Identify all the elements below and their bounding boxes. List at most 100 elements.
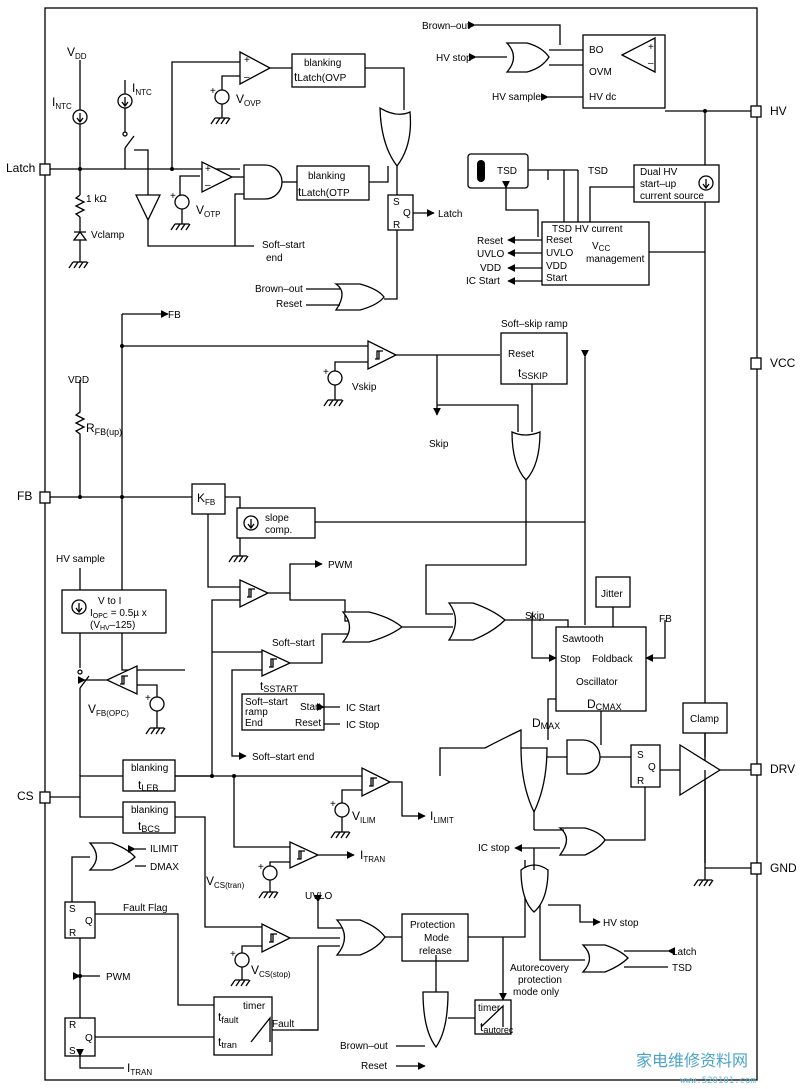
prot-brownout: Brown–out [340, 1041, 388, 1052]
fault-q: Q [85, 916, 93, 927]
vfbopc-label: VFB(OPC) [88, 702, 129, 718]
pin-vcc [750, 357, 762, 370]
softstart-comparator [261, 648, 292, 678]
latch-sr-flipflop [387, 194, 414, 231]
osc-fb: FB [659, 614, 672, 625]
ss-label: Soft–start [272, 638, 315, 649]
watermark-cn: 家电维修资料网 [636, 1051, 748, 1070]
hv-or-gate [505, 42, 550, 73]
fault-pwm: PWM [106, 972, 130, 983]
fault-ttran: ttran [218, 1035, 237, 1050]
out-vdd: VDD [480, 263, 501, 274]
out-icstart: IC Start [466, 276, 500, 287]
vdd2-label: VDD [68, 375, 89, 386]
pin-gnd-label: GND [770, 861, 797, 875]
pin-cs-label: CS [17, 789, 34, 803]
latch-ff-q: Q [403, 208, 411, 219]
otp-and-gate [243, 164, 283, 200]
tsd-box-label: TSD [497, 166, 517, 177]
svg-text:–: – [205, 180, 211, 191]
drv-ff-r: R [637, 776, 644, 787]
tran-r: R [69, 1020, 76, 1031]
pwm-label: PWM [328, 560, 352, 571]
dmax-and-gate [566, 739, 601, 775]
pin-latch [39, 163, 51, 176]
osc-dcmax: DCMAX [587, 697, 622, 712]
osc-dmax: DMAX [532, 716, 560, 731]
chip-boundary [44, 7, 758, 1081]
bo-label: Brown–out [255, 284, 303, 295]
skip-or-gate [511, 430, 541, 481]
watermark-url: www.520101.com [680, 1076, 756, 1086]
intc-label-2: INTC [132, 81, 152, 97]
soft-skip-ramp-box [500, 332, 568, 385]
fault-tfault: tfault [218, 1010, 239, 1025]
mgmt-label: management [586, 254, 645, 265]
pin-fb [39, 491, 51, 504]
ss-end-l1: Soft–start [262, 240, 305, 251]
ovm-pin-label: OVM [589, 67, 612, 78]
fault-sr-flipflop [64, 901, 96, 939]
hv-stop-label: HV stop [436, 53, 472, 64]
prot-l3: release [419, 946, 452, 957]
pin-gnd [750, 862, 762, 875]
vclamp-zener [72, 217, 88, 241]
vovp-label: VOVP [236, 92, 261, 108]
vcsstop: VCS(stop) [251, 963, 291, 979]
intc-label-1: INTC [52, 95, 72, 111]
svg-text:+: + [244, 55, 250, 66]
softstart-ramp-box [241, 693, 325, 731]
latch-tsd-or-gate [581, 944, 629, 973]
drv-sr-flipflop [630, 744, 661, 788]
kfb-label: KFB [197, 491, 215, 507]
ovp-comparator [239, 50, 272, 86]
driver-buffer [679, 743, 722, 797]
vilim: VILIM [352, 809, 376, 825]
opc-l1: V to I [98, 596, 121, 607]
tsd-out-label: TSD [588, 166, 608, 177]
pin-hv [750, 105, 762, 118]
ss-end-l2: end [266, 253, 283, 264]
reset-or-gate [447, 602, 506, 641]
osc-stop: Stop [560, 654, 581, 665]
mgmt-reset: Reset [546, 235, 572, 246]
osc-clamp: Clamp [690, 714, 719, 725]
fault-flag: Fault Flag [123, 903, 167, 914]
otp-blanking-box [296, 165, 370, 201]
prot-tsd: TSD [672, 963, 692, 974]
drv-ff-q: Q [648, 762, 656, 773]
bcs-blanking-box [122, 801, 176, 834]
svg-text:–: – [244, 72, 250, 83]
bcs2: tBCS [138, 819, 160, 834]
clamp-box [682, 702, 728, 734]
latch-out-label: Latch [438, 209, 462, 220]
dual1: Dual HV [640, 167, 678, 178]
ss-icstart: IC Start [346, 703, 380, 714]
ilimit: ILIMIT [430, 809, 454, 825]
mgmt-start: Start [546, 273, 567, 284]
uvlo-or-gate [335, 919, 386, 956]
csstop-comparator [261, 922, 292, 954]
cs-or-gate [520, 747, 548, 814]
icstop-or-gate [558, 827, 606, 856]
ovp-blanking-box [291, 53, 366, 88]
itran: ITRAN [360, 848, 385, 864]
slope2: comp. [265, 525, 292, 536]
tss-label: tSSTART [260, 679, 299, 694]
prot-l2: Mode [424, 933, 449, 944]
skip-comparator [367, 339, 398, 371]
cs-uvlo: UVLO [305, 891, 332, 902]
leb-blanking-box [122, 759, 176, 792]
latch-ff-s: S [393, 197, 400, 208]
leb1: blanking [131, 763, 168, 774]
prot-l1: Protection [410, 920, 455, 931]
svg-text:+: + [648, 42, 654, 53]
opc-l2: IOPC = 0.5µ x [90, 608, 147, 620]
fault-timer: timer [243, 1001, 266, 1012]
fault-timer-box [213, 996, 273, 1056]
osc-jitter: Jitter [601, 589, 623, 600]
hv-brownout-label: Brown–out [422, 21, 470, 32]
autorec-timer-box [474, 999, 512, 1035]
ovp-blank-label: blanking [304, 58, 341, 69]
fault-ilimit: ILIMIT [150, 844, 178, 855]
